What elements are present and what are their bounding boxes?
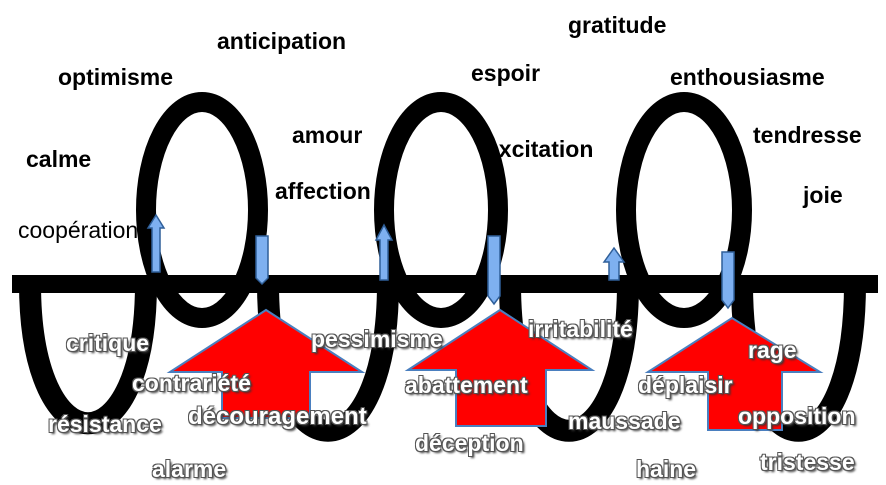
word-deplaisir: déplaisir <box>638 374 733 397</box>
word-opposition: opposition <box>738 405 856 428</box>
word-anticipation: anticipation <box>217 30 346 53</box>
word-optimisme: optimisme <box>58 66 173 89</box>
small-arrow-down-3 <box>722 252 734 308</box>
word-decouragement: découragement <box>188 405 367 429</box>
word-deception: déception <box>415 432 524 455</box>
small-arrow-down-1 <box>256 236 268 284</box>
word-rage: rage <box>748 339 797 362</box>
word-espoir: espoir <box>471 62 540 85</box>
word-maussade: maussade <box>568 410 681 433</box>
word-irritabilite: irritabilité <box>528 318 633 341</box>
word-joie: joie <box>803 184 843 207</box>
word-gratitude: gratitude <box>568 14 666 37</box>
small-arrow-down-2 <box>488 236 500 304</box>
word-critique: critique <box>66 332 149 355</box>
word-enthousiasme: enthousiasme <box>670 66 825 89</box>
word-alarme: alarme <box>152 458 226 481</box>
word-affection: affection <box>275 180 371 203</box>
word-resistance: résistance <box>48 413 162 436</box>
word-abattement: abattement <box>405 374 528 397</box>
word-excitation: excitation <box>486 138 593 161</box>
word-haine: haine <box>636 458 696 481</box>
word-pessimisme: pessimisme <box>311 328 443 351</box>
word-calme: calme <box>26 148 91 171</box>
word-tristesse: tristesse <box>760 451 855 474</box>
word-tendresse: tendresse <box>753 124 862 147</box>
word-amour: amour <box>292 124 362 147</box>
word-contrariete: contrariété <box>132 372 251 395</box>
word-cooperation: coopération <box>18 219 138 242</box>
